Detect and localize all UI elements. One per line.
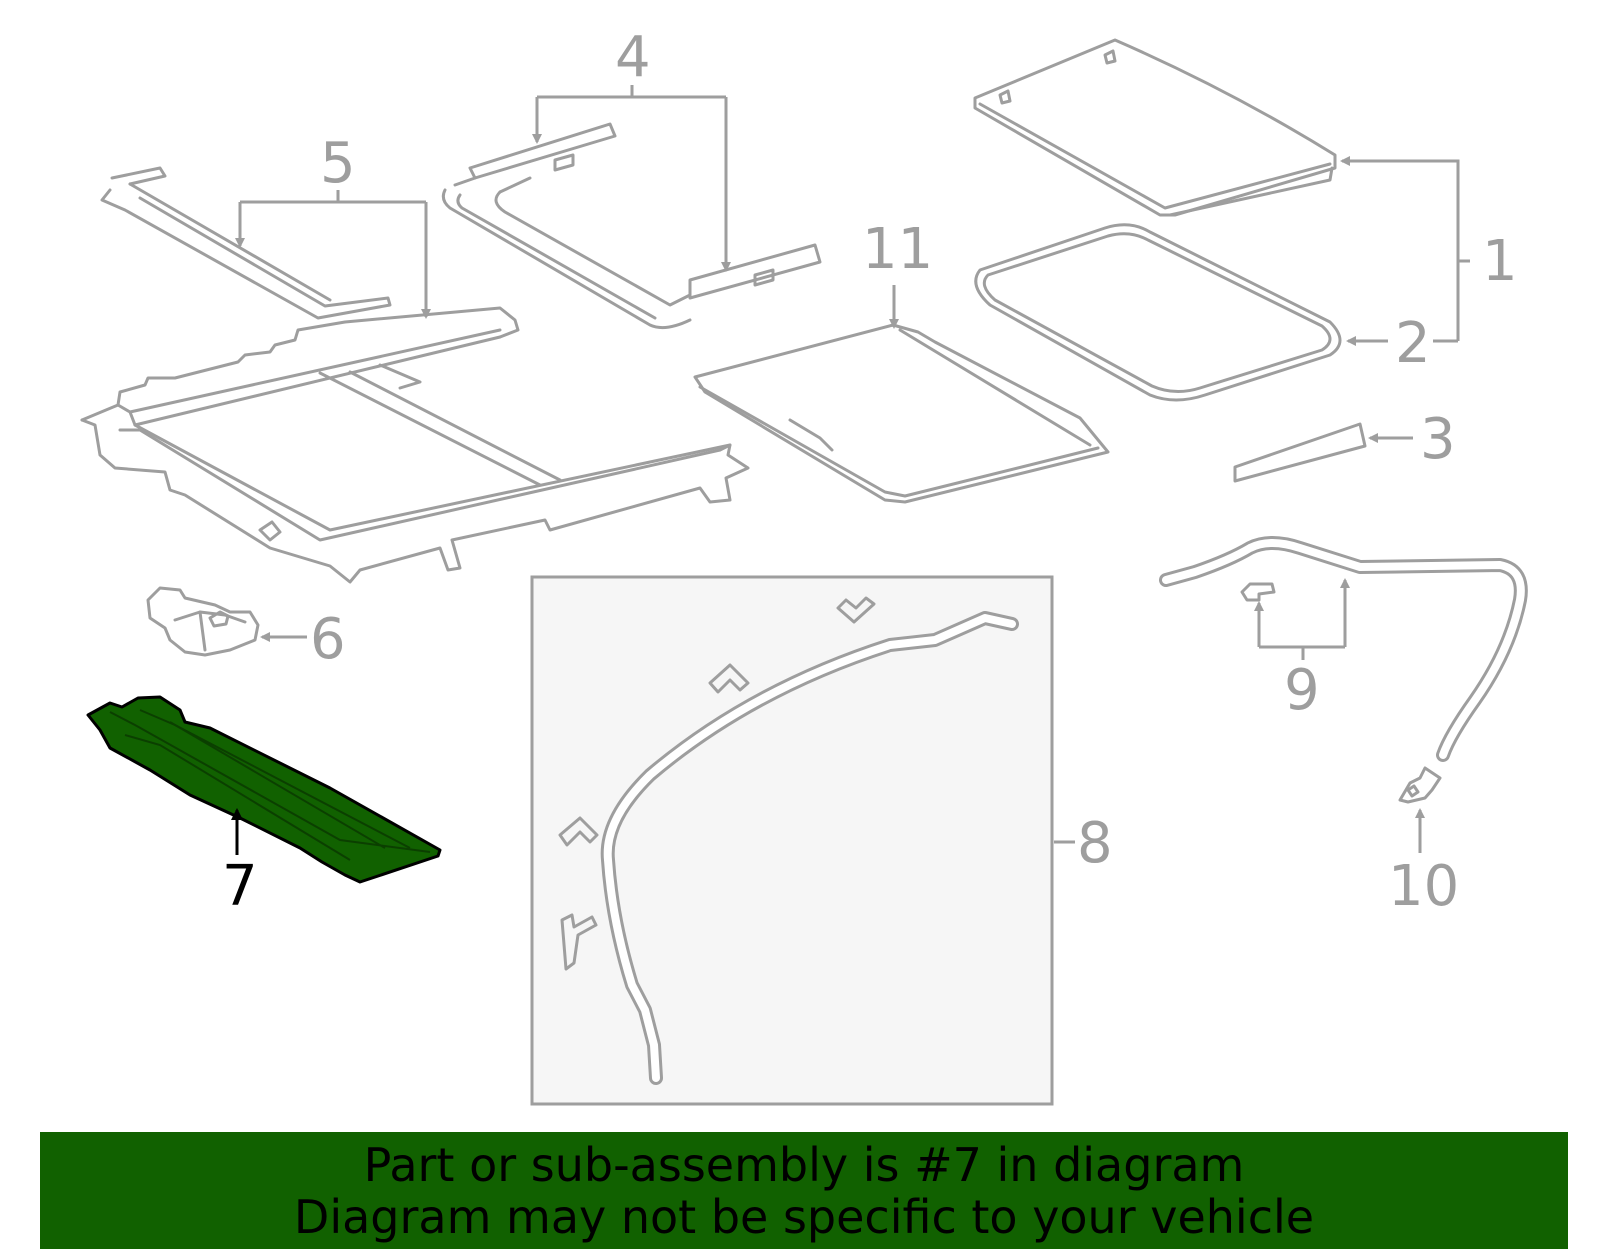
callout-9[interactable]: 9 [1284,658,1320,723]
rails-part-5[interactable] [100,166,392,320]
callout-1[interactable]: 1 [1482,229,1518,294]
deflector-part-3[interactable] [1233,422,1367,483]
drain-hose-part-9[interactable] [1159,536,1528,762]
callout-labels: 1 2 3 4 5 6 7 8 9 10 11 [222,25,1518,919]
banner-line-2: Diagram may not be specific to your vehi… [293,1189,1315,1244]
drip-rails-part-4[interactable] [441,122,822,330]
callout-3[interactable]: 3 [1420,407,1456,472]
drain-hose-panel-part-8[interactable] [530,575,1054,1106]
callout-11[interactable]: 11 [862,217,933,282]
sunroof-frame[interactable] [80,306,750,584]
callout-10[interactable]: 10 [1388,854,1459,919]
clip-part-10[interactable] [1398,766,1442,804]
motor-part-6[interactable] [146,586,260,657]
leader-lines [231,85,1470,855]
callout-2[interactable]: 2 [1395,311,1431,376]
banner-line-1: Part or sub-assembly is #7 in diagram [363,1137,1245,1192]
callout-8[interactable]: 8 [1077,811,1113,876]
callout-7[interactable]: 7 [222,854,258,919]
sunshade-panel-part-11[interactable] [693,323,1110,504]
weatherstrip-part-2[interactable] [974,223,1342,402]
notice-banner: Part or sub-assembly is #7 in diagram Di… [40,1132,1568,1249]
glass-panel-part-1[interactable] [973,38,1337,217]
callout-5[interactable]: 5 [320,131,356,196]
sunshade-rail-part-7[interactable] [86,695,442,884]
callout-4[interactable]: 4 [615,25,651,90]
callout-6[interactable]: 6 [310,607,346,672]
